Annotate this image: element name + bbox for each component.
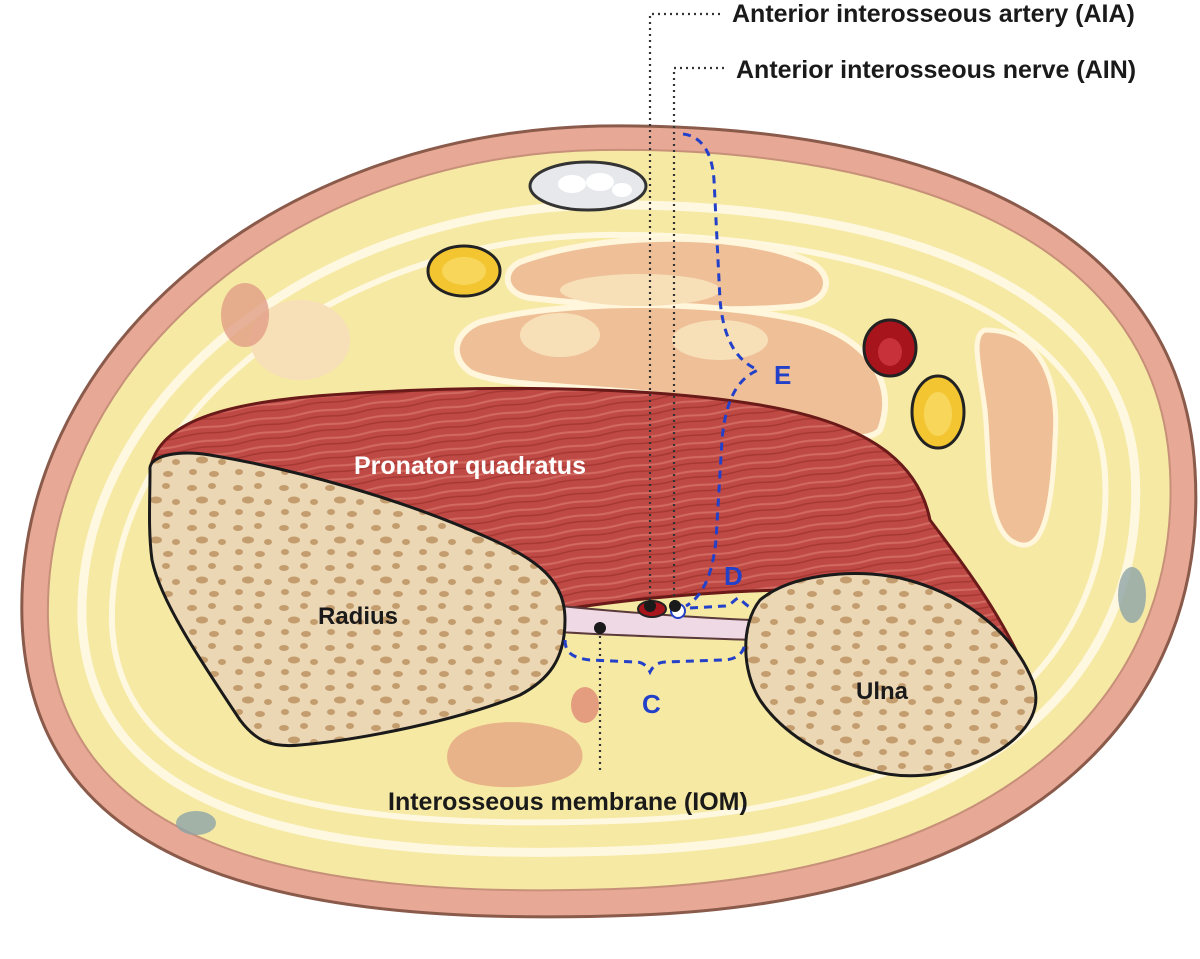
dimension-brackets <box>563 132 762 676</box>
deep-muscle-lower <box>447 722 583 788</box>
deep-fascia <box>77 200 1141 857</box>
aia-label: Anterior interosseous artery (AIA) <box>732 0 1135 28</box>
aia-marker <box>644 600 656 612</box>
pronator-quadratus-label: Pronator quadratus <box>354 452 586 480</box>
ain-label: Anterior interosseous nerve (AIN) <box>736 56 1136 84</box>
ulna-label: Ulna <box>856 678 909 705</box>
iom-marker <box>594 622 606 634</box>
superficial-vein-bottom <box>176 811 216 835</box>
ain-marker <box>669 600 681 612</box>
flexor-muscles <box>250 235 1059 548</box>
dimension-c-label: C <box>642 689 661 719</box>
superficial-vein-right <box>1118 567 1146 623</box>
leader-lines <box>598 12 724 770</box>
superficial-vein-left <box>221 283 269 347</box>
iom-label: Interosseous membrane (IOM) <box>388 788 748 816</box>
bracket-c <box>563 639 747 676</box>
bracket-e <box>682 132 762 608</box>
radius-label: Radius <box>318 603 398 630</box>
radius-bone <box>148 451 567 748</box>
dimension-e-label: E <box>774 360 791 390</box>
deep-vessel-lower <box>571 687 599 723</box>
ulna-bone <box>744 572 1038 778</box>
bracket-d <box>689 596 753 610</box>
dimension-d-label: D <box>724 561 743 591</box>
